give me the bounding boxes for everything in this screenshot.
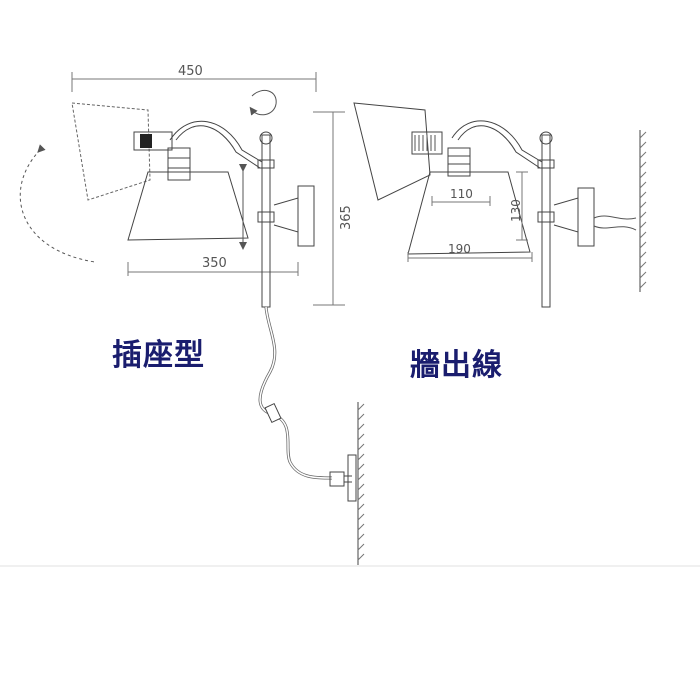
tilted-shade-outline	[71, 102, 151, 201]
rod-ring	[259, 131, 273, 145]
dim-height-label: 365	[339, 205, 354, 230]
dim-overall-width	[71, 72, 317, 92]
vertical-rod-right	[541, 134, 551, 308]
dim-shade-width-label: 350	[202, 256, 227, 271]
wall-wires	[593, 215, 637, 220]
socket-holder-right	[411, 131, 443, 155]
lamp-arm	[169, 120, 263, 163]
cord-switch	[264, 402, 282, 424]
dim-shade-bottom-label: 190	[448, 242, 471, 256]
lamp-shade	[127, 171, 249, 241]
socket-holder	[133, 131, 173, 151]
dim-overall-width-label: 450	[178, 64, 203, 79]
rotation-arrow	[19, 144, 96, 263]
tilted-shade-outline-right	[353, 102, 431, 201]
dim-shade-bottom	[407, 252, 533, 262]
right-lamp: 110 130 190	[353, 102, 647, 308]
left-lamp: 450 365 350	[19, 64, 365, 565]
dim-shade-height-label: 130	[509, 199, 523, 222]
lamp-arm-right	[451, 120, 543, 163]
vertical-rod	[261, 134, 271, 308]
wall-wired-label: 牆出線	[410, 348, 503, 383]
bulb-socket-right	[447, 147, 471, 177]
rod-ring-right	[539, 131, 553, 145]
dim-shade-top-label: 110	[450, 187, 473, 201]
dim-shade-height	[516, 171, 528, 241]
wall-outlet	[347, 454, 357, 502]
lamp-shade-right	[407, 171, 531, 255]
wall-mount-plate-right	[577, 187, 595, 247]
plug-type-label: 插座型	[112, 338, 205, 373]
dim-shade-top	[431, 196, 491, 206]
power-plug	[329, 471, 345, 487]
bulb-socket	[167, 147, 191, 181]
swivel-arrow	[249, 89, 277, 116]
dim-height	[313, 111, 345, 306]
wall-mount-plate	[297, 185, 315, 247]
